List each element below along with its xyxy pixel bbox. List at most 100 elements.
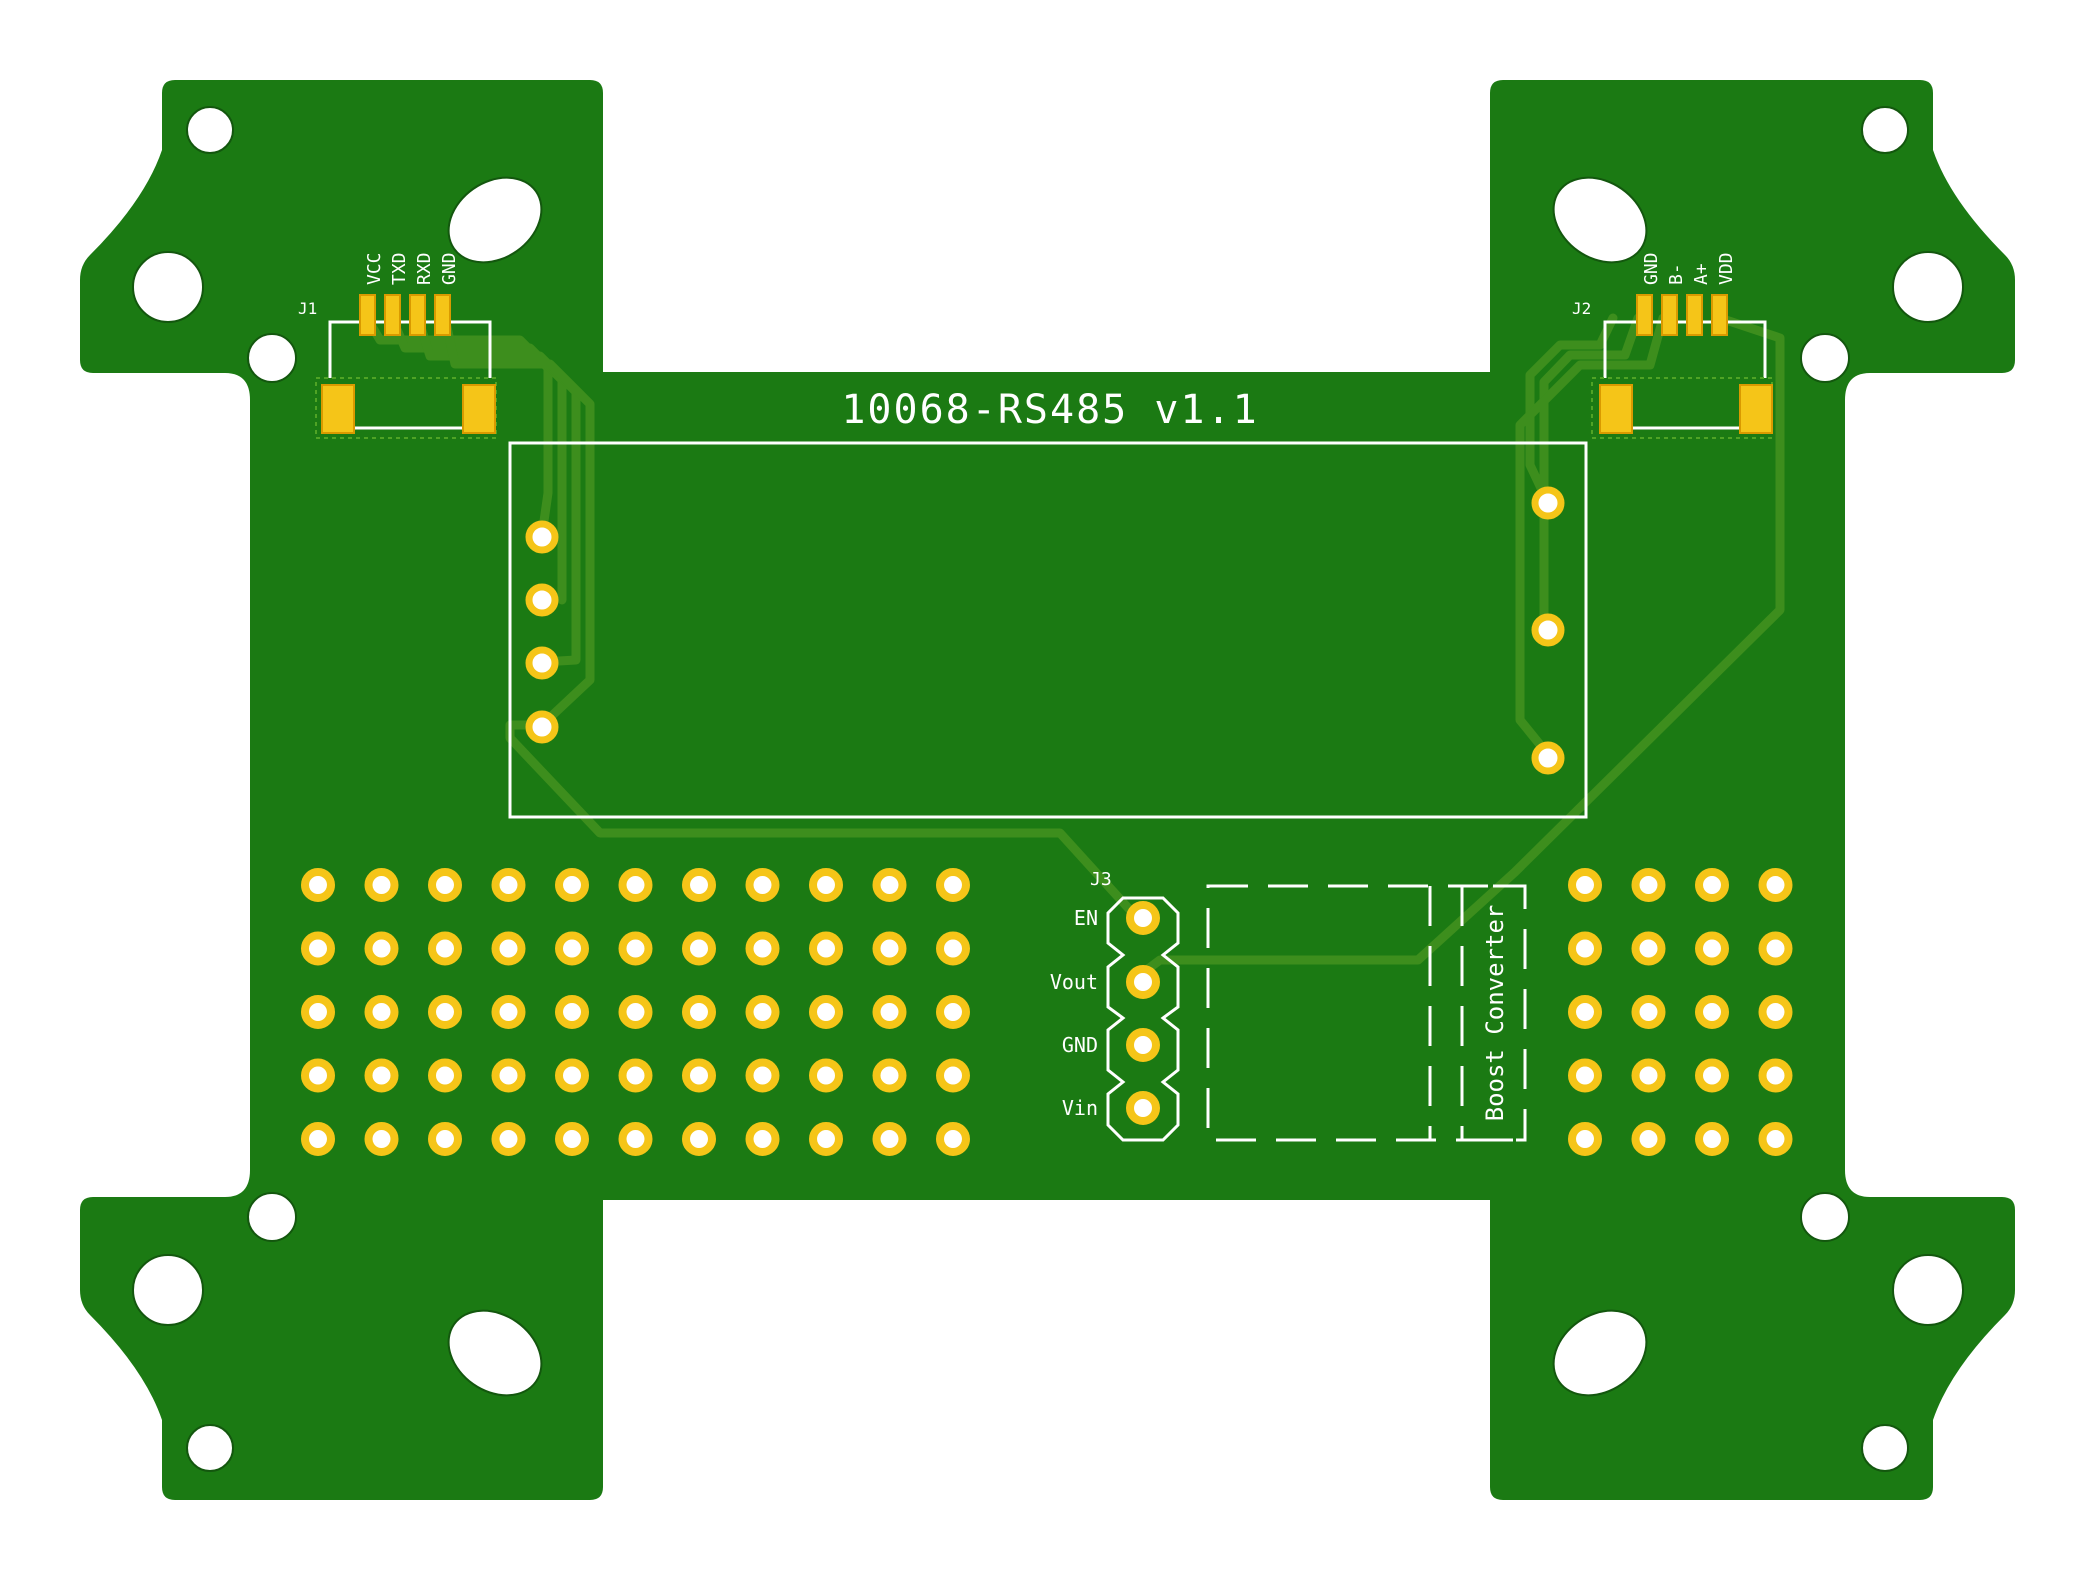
j2-pin-labels: GND B- A+ VDD xyxy=(1641,252,1737,285)
mounting-hole-slot xyxy=(1552,1309,1648,1397)
mounting-hole xyxy=(1861,1424,1909,1472)
j1-ref: J1 xyxy=(298,299,317,318)
proto-hole xyxy=(428,931,462,966)
proto-hole xyxy=(745,1122,780,1156)
trace xyxy=(505,720,1135,915)
smd-pad xyxy=(1711,294,1728,336)
proto-hole xyxy=(301,868,335,902)
smd-pad xyxy=(1599,384,1633,434)
j2-pin-label: A+ xyxy=(1691,263,1712,285)
trace xyxy=(1515,313,1668,762)
proto-hole xyxy=(745,868,780,902)
proto-hole xyxy=(682,868,716,902)
module-pin-hole xyxy=(525,520,559,554)
protoboard-right-grid xyxy=(1568,868,1793,1156)
mounting-hole xyxy=(186,1424,234,1472)
module-outline xyxy=(508,441,1588,819)
proto-hole xyxy=(428,1122,462,1156)
proto-hole xyxy=(1631,1122,1666,1156)
proto-hole xyxy=(618,995,653,1029)
smd-pad xyxy=(1739,384,1773,434)
proto-hole xyxy=(555,1058,589,1093)
proto-hole xyxy=(872,995,907,1029)
proto-hole xyxy=(555,868,589,902)
proto-hole xyxy=(555,995,589,1029)
j3-pin-hole xyxy=(1126,1091,1160,1125)
proto-hole xyxy=(809,931,843,966)
proto-hole xyxy=(872,1122,907,1156)
proto-hole xyxy=(1758,1058,1793,1093)
proto-hole xyxy=(1758,1122,1793,1156)
mounting-hole xyxy=(247,333,297,383)
silkscreen xyxy=(328,320,1767,1142)
j2-ref: J2 xyxy=(1572,299,1591,318)
proto-hole xyxy=(301,1058,335,1093)
proto-hole xyxy=(1758,995,1793,1029)
j2-pin-label: GND xyxy=(1641,252,1662,285)
proto-hole xyxy=(936,995,970,1029)
j2-pin-label: VDD xyxy=(1716,252,1737,285)
proto-hole xyxy=(1631,931,1666,966)
mounting-hole xyxy=(1892,251,1964,323)
mounting-hole xyxy=(1861,106,1909,154)
proto-hole xyxy=(745,1058,780,1093)
j2-courtyard xyxy=(1603,320,1767,430)
proto-hole xyxy=(872,868,907,902)
proto-hole xyxy=(809,995,843,1029)
proto-hole xyxy=(491,931,526,966)
mounting-hole xyxy=(132,1254,204,1326)
module-pin-hole xyxy=(525,583,559,617)
j3-ref: J3 xyxy=(1090,869,1112,890)
proto-hole xyxy=(682,995,716,1029)
mounting-hole-slot xyxy=(447,1309,543,1397)
trace xyxy=(1525,313,1618,508)
proto-hole xyxy=(1568,1122,1602,1156)
proto-hole xyxy=(1758,868,1793,902)
module-pin-hole xyxy=(525,710,559,744)
j3-pin-label: Vin xyxy=(1062,1096,1098,1120)
mounting-holes xyxy=(132,106,1964,1472)
proto-hole xyxy=(1631,868,1666,902)
smd-pad xyxy=(409,294,426,336)
proto-hole xyxy=(618,1058,653,1093)
j1-pin-label: GND xyxy=(439,252,460,285)
j1-pin-label: RXD xyxy=(414,252,435,285)
j1-pin-label: VCC xyxy=(364,252,385,285)
smd-pad xyxy=(434,294,451,336)
proto-hole xyxy=(428,868,462,902)
proto-hole xyxy=(1695,1122,1729,1156)
j3-pin-label: EN xyxy=(1074,906,1098,930)
j3-pin-label: GND xyxy=(1062,1033,1098,1057)
proto-hole xyxy=(936,868,970,902)
proto-hole xyxy=(1568,868,1602,902)
proto-hole xyxy=(491,868,526,902)
proto-hole xyxy=(745,995,780,1029)
proto-hole xyxy=(1695,995,1729,1029)
j3-pin-hole xyxy=(1126,965,1160,999)
boost-converter-outline xyxy=(1458,884,1525,1142)
proto-hole xyxy=(428,1058,462,1093)
proto-hole xyxy=(872,1058,907,1093)
j2-pin-label: B- xyxy=(1666,263,1687,285)
module-pin-hole xyxy=(525,646,559,680)
proto-hole xyxy=(1695,1058,1729,1093)
proto-hole xyxy=(555,931,589,966)
proto-hole xyxy=(301,1122,335,1156)
smd-pad xyxy=(359,294,376,336)
protoboard-left-grid xyxy=(301,868,970,1156)
trace xyxy=(1135,313,1785,980)
proto-hole xyxy=(618,868,653,902)
proto-hole xyxy=(682,1058,716,1093)
smd-pad xyxy=(462,384,496,434)
mounting-hole xyxy=(247,1192,297,1242)
proto-hole xyxy=(682,1122,716,1156)
proto-hole xyxy=(491,995,526,1029)
j3-pin-hole xyxy=(1126,901,1160,935)
board-title: 10068-RS485 v1.1 xyxy=(841,387,1258,433)
proto-hole xyxy=(364,931,399,966)
mounting-hole xyxy=(186,106,234,154)
mounting-hole xyxy=(1800,1192,1850,1242)
proto-hole xyxy=(809,1058,843,1093)
proto-hole xyxy=(1568,1058,1602,1093)
proto-hole xyxy=(1631,1058,1666,1093)
